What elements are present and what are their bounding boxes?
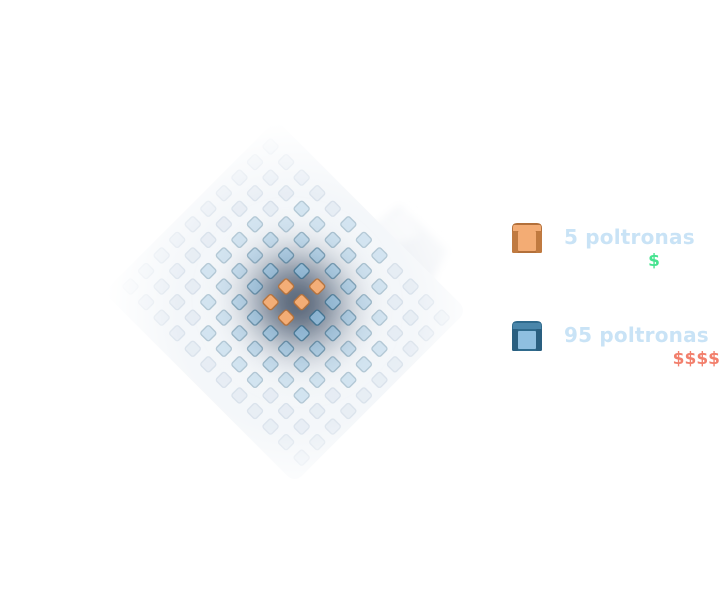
price-indicator-premium: $ xyxy=(648,251,660,271)
price-indicator-standard: $$$$ xyxy=(672,349,720,369)
armchair-blue-icon xyxy=(512,321,542,351)
legend-label-premium: 5 poltronas xyxy=(564,225,695,249)
legend-label-standard: 95 poltronas xyxy=(564,323,709,347)
legend-item-premium: 5 poltronas $ xyxy=(506,218,720,278)
legend-item-standard: 95 poltronas $$$$ xyxy=(506,316,720,376)
map-vignette xyxy=(106,122,486,502)
armchair-orange-icon xyxy=(512,223,542,253)
